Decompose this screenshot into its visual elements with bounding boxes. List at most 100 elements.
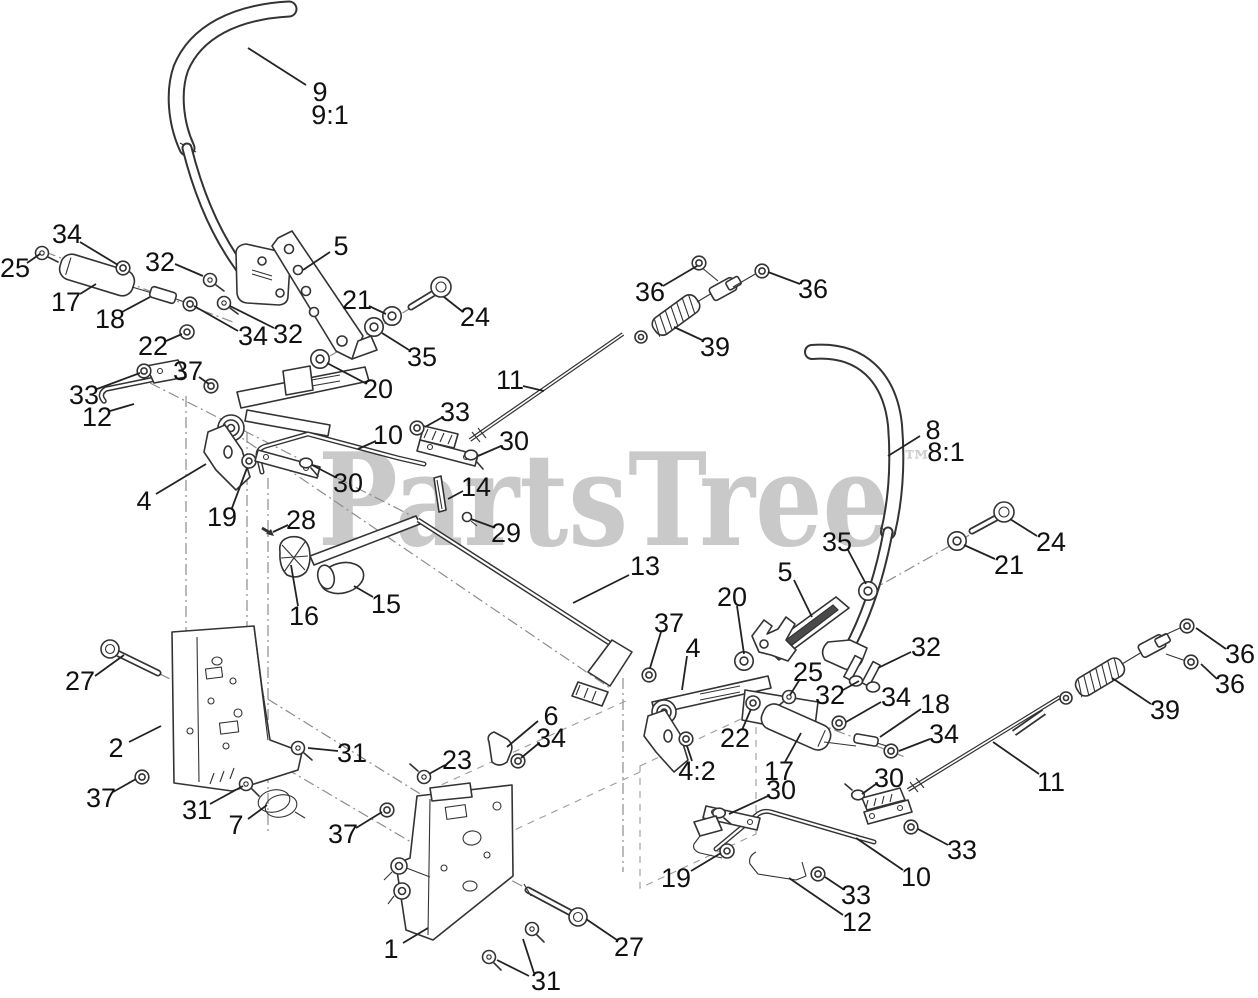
callout-4: 4 [685, 633, 700, 663]
leader-line [290, 564, 299, 607]
leader-line [1111, 677, 1152, 705]
callout-8:1: 8:1 [927, 437, 965, 467]
callout-leader-lines [26, 47, 1227, 977]
callout-33: 33 [440, 397, 470, 427]
leader-line [887, 435, 921, 457]
leader-line [496, 959, 530, 977]
pivot-hardware-left [309, 276, 452, 370]
callout-27: 27 [65, 666, 95, 696]
callout-16: 16 [289, 601, 319, 631]
leader-line [79, 283, 97, 295]
watermark-text: PartsTree [318, 426, 890, 576]
leader-line [209, 785, 244, 805]
leader-line [1009, 518, 1038, 537]
mounting-plate-center [379, 731, 588, 971]
callout-18: 18 [920, 689, 950, 719]
leader-line [649, 631, 662, 669]
leader-line [898, 738, 931, 752]
leader-line [681, 655, 688, 691]
leader-line [443, 296, 464, 313]
leader-line [736, 605, 745, 655]
callout-30: 30 [333, 468, 363, 498]
leader-line [353, 585, 374, 598]
callout-9: 9 [312, 77, 327, 107]
leader-line [686, 745, 693, 762]
callout-24: 24 [1036, 527, 1066, 557]
callout-30: 30 [499, 426, 529, 456]
callout-20: 20 [363, 374, 393, 404]
leader-line [326, 362, 366, 384]
leader-line [193, 305, 239, 332]
callout-7: 7 [228, 810, 243, 840]
leader-line [112, 778, 137, 793]
leader-line [198, 376, 210, 385]
leader-line [247, 47, 307, 86]
handle-pivot-weldment-left [235, 243, 291, 306]
leader-line [96, 372, 141, 390]
callout-30: 30 [766, 775, 796, 805]
callout-32: 32 [145, 247, 175, 277]
leader-line [231, 467, 248, 509]
leader-line [992, 741, 1040, 775]
callout-14: 14 [461, 472, 491, 502]
callout-8: 8 [925, 415, 940, 445]
callout-39: 39 [1150, 695, 1180, 725]
callout-37: 37 [86, 783, 116, 813]
leader-line [585, 918, 618, 941]
callout-6: 6 [543, 701, 558, 731]
watermark-tm: ™ [902, 445, 932, 480]
leader-line [368, 305, 387, 315]
callout-9:1: 9:1 [311, 100, 349, 130]
callout-33: 33 [947, 835, 977, 865]
leader-line [520, 743, 539, 759]
callout-34: 34 [536, 723, 566, 753]
callout-21: 21 [994, 550, 1024, 580]
callout-25: 25 [793, 657, 823, 687]
callout-22: 22 [138, 331, 168, 361]
callout-15: 15 [371, 589, 401, 619]
leader-line [121, 296, 151, 313]
control-lever-assembly-left [98, 359, 370, 491]
callout-5: 5 [777, 557, 792, 587]
leader-line [963, 544, 996, 560]
leader-line [522, 938, 535, 974]
leader-line [879, 708, 922, 738]
leader-line [477, 445, 502, 457]
leader-line [26, 253, 41, 264]
callout-4:2: 4:2 [678, 756, 716, 786]
callout-34: 34 [238, 321, 268, 351]
leader-line [793, 579, 813, 618]
callout-1: 1 [383, 934, 398, 964]
callout-13: 13 [630, 551, 660, 581]
leader-line [402, 927, 429, 944]
leader-line [741, 708, 752, 731]
leader-line [355, 811, 383, 829]
leader-line [447, 490, 464, 500]
damper-group-right [760, 703, 899, 759]
leader-line [1200, 663, 1218, 680]
callout-17: 17 [764, 756, 794, 786]
leader-line [767, 271, 801, 285]
leader-line [784, 732, 802, 763]
brake-rod-left [254, 420, 484, 479]
leader-line [788, 877, 844, 916]
callout-11: 11 [496, 365, 524, 395]
callout-34: 34 [52, 219, 82, 249]
callout-33: 33 [841, 880, 871, 910]
callout-12: 12 [82, 402, 112, 432]
leader-line [311, 464, 336, 478]
leader-line [272, 524, 289, 533]
callout-18: 18 [95, 304, 125, 334]
callout-25: 25 [0, 253, 30, 283]
leader-line [842, 680, 860, 691]
leader-line [174, 263, 204, 277]
leader-line [79, 241, 119, 266]
callout-28: 28 [286, 505, 316, 535]
leader-line [824, 876, 844, 890]
callout-37: 37 [173, 356, 203, 386]
leader-line [847, 549, 867, 585]
mounting-plate-left [100, 625, 313, 819]
callout-34: 34 [881, 682, 911, 712]
